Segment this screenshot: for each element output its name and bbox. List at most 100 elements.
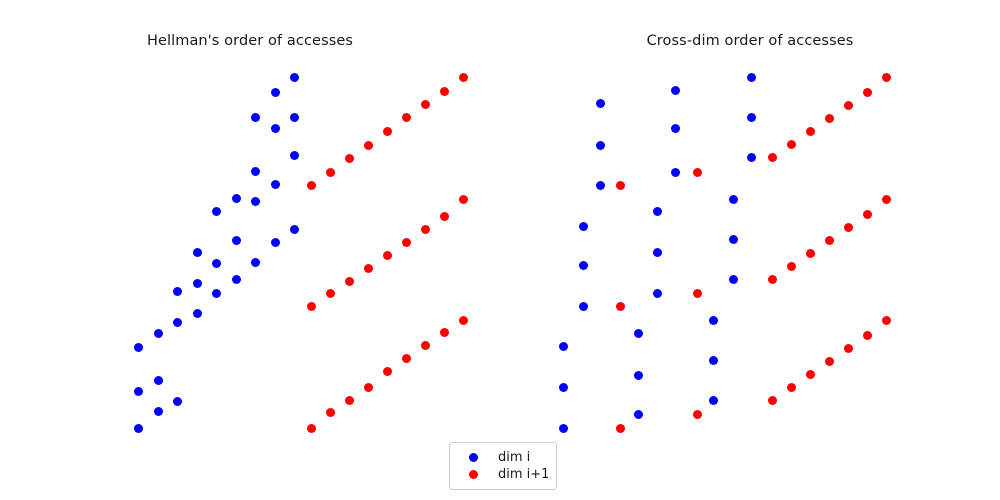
scatter-point [153, 375, 163, 385]
scatter-point [652, 288, 662, 298]
scatter-point [363, 140, 373, 150]
scatter-point [363, 382, 373, 392]
scatter-point [231, 274, 241, 284]
scatter-point [558, 341, 568, 351]
scatter-point [172, 286, 182, 296]
legend-marker-dim-i [469, 453, 478, 462]
scatter-point [843, 100, 853, 110]
scatter-point [708, 315, 718, 325]
scatter-point [270, 237, 280, 247]
scatter-point [344, 395, 354, 405]
scatter-point [172, 396, 182, 406]
legend-entry-dim-i: dim i [458, 449, 548, 466]
scatter-point [692, 167, 702, 177]
scatter-point [192, 278, 202, 288]
scatter-point [250, 257, 260, 267]
scatter-point [231, 193, 241, 203]
scatter-point [344, 276, 354, 286]
scatter-point [211, 206, 221, 216]
scatter-point [746, 72, 756, 82]
scatter-point [458, 315, 468, 325]
scatter-point [211, 288, 221, 298]
scatter-point [805, 126, 815, 136]
plot-area-left [133, 72, 468, 433]
scatter-point [306, 180, 316, 190]
legend-marker-dim-i-plus-1 [469, 470, 478, 479]
scatter-point [250, 112, 260, 122]
scatter-point [595, 98, 605, 108]
legend-label-dim-i: dim i [498, 450, 531, 465]
scatter-point [615, 180, 625, 190]
scatter-point [615, 423, 625, 433]
scatter-point [670, 123, 680, 133]
scatter-point [746, 112, 756, 122]
scatter-point [133, 423, 143, 433]
scatter-point [824, 113, 834, 123]
scatter-point [786, 382, 796, 392]
scatter-point [382, 126, 392, 136]
scatter-point [652, 206, 662, 216]
scatter-point [270, 123, 280, 133]
scatter-point [325, 167, 335, 177]
scatter-point [306, 301, 316, 311]
scatter-point [270, 179, 280, 189]
scatter-point [786, 139, 796, 149]
scatter-point [558, 382, 568, 392]
scatter-point [420, 340, 430, 350]
scatter-point [289, 72, 299, 82]
panel-hellman-order: Hellman's order of accesses [133, 33, 468, 433]
scatter-point [862, 330, 872, 340]
scatter-point [670, 167, 680, 177]
scatter-point [401, 237, 411, 247]
scatter-point [289, 224, 299, 234]
scatter-point [578, 221, 588, 231]
scatter-point [824, 235, 834, 245]
scatter-point [289, 150, 299, 160]
legend-label-dim-i-plus-1: dim i+1 [498, 467, 550, 482]
scatter-point [862, 209, 872, 219]
panel-cross-dim-order: Cross-dim order of accesses [500, 0, 1000, 500]
scatter-point [708, 355, 718, 365]
scatter-point [420, 99, 430, 109]
scatter-point [692, 409, 702, 419]
scatter-point [363, 263, 373, 273]
scatter-point [401, 112, 411, 122]
scatter-point [843, 222, 853, 232]
scatter-point [881, 194, 891, 204]
scatter-point [728, 194, 738, 204]
scatter-point [153, 328, 163, 338]
scatter-point [881, 315, 891, 325]
plot-area-right [500, 0, 1000, 500]
scatter-point [401, 353, 411, 363]
scatter-point [633, 409, 643, 419]
scatter-point [767, 274, 777, 284]
scatter-point [420, 224, 430, 234]
scatter-point [558, 423, 568, 433]
scatter-point [633, 370, 643, 380]
scatter-point [133, 342, 143, 352]
scatter-point [862, 87, 872, 97]
scatter-point [805, 369, 815, 379]
scatter-point [231, 235, 241, 245]
scatter-point [439, 86, 449, 96]
scatter-point [805, 248, 815, 258]
scatter-point [728, 274, 738, 284]
scatter-point [133, 386, 143, 396]
scatter-point [458, 72, 468, 82]
scatter-point [670, 85, 680, 95]
scatter-point [633, 328, 643, 338]
panel-title-right: Cross-dim order of accesses [646, 33, 854, 49]
scatter-point [382, 366, 392, 376]
scatter-point [595, 180, 605, 190]
scatter-point [652, 247, 662, 257]
scatter-point [172, 317, 182, 327]
scatter-point [767, 152, 777, 162]
scatter-point [192, 308, 202, 318]
scatter-point [325, 407, 335, 417]
scatter-point [746, 152, 756, 162]
scatter-point [881, 72, 891, 82]
scatter-point [153, 406, 163, 416]
scatter-point [708, 395, 718, 405]
scatter-point [306, 423, 316, 433]
